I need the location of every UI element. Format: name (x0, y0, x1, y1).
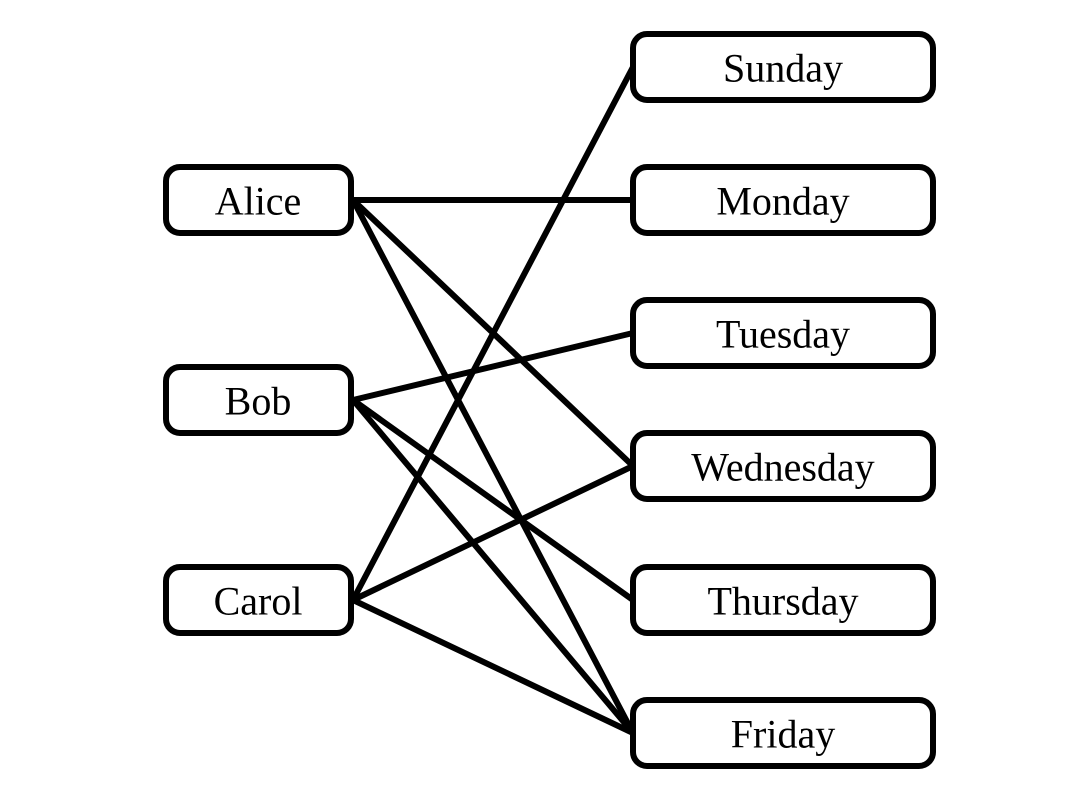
node-box-wednesday (630, 430, 936, 502)
edges-layer (350, 64, 636, 736)
edge-bob-tuesday (350, 330, 636, 403)
node-label-bob: Bob (225, 379, 292, 424)
people-column: Alice Bob Carol (163, 164, 354, 636)
edge-carol-sunday (350, 64, 636, 603)
node-monday: Monday (630, 164, 936, 236)
node-label-alice: Alice (215, 179, 302, 224)
node-label-carol: Carol (214, 579, 303, 624)
node-label-tuesday: Tuesday (716, 312, 850, 357)
node-label-sunday: Sunday (723, 46, 843, 91)
node-wednesday: Wednesday (630, 430, 936, 502)
node-box-carol (163, 564, 354, 636)
node-sunday: Sunday (630, 31, 936, 103)
edge-bob-thursday (350, 397, 636, 603)
edge-carol-wednesday (350, 463, 636, 603)
node-label-thursday: Thursday (707, 579, 858, 624)
node-carol: Carol (163, 564, 354, 636)
node-alice: Alice (163, 164, 354, 236)
edge-carol-friday (350, 597, 636, 736)
node-thursday: Thursday (630, 564, 936, 636)
node-box-alice (163, 164, 354, 236)
node-tuesday: Tuesday (630, 297, 936, 369)
node-label-friday: Friday (731, 712, 835, 757)
node-box-friday (630, 697, 936, 769)
days-column: Sunday Monday Tuesday Wednesday Thursday… (630, 31, 936, 769)
node-box-bob (163, 364, 354, 436)
edge-bob-friday (350, 397, 636, 736)
node-label-wednesday: Wednesday (691, 445, 874, 490)
node-friday: Friday (630, 697, 936, 769)
node-box-sunday (630, 31, 936, 103)
node-label-monday: Monday (716, 179, 849, 224)
node-box-monday (630, 164, 936, 236)
edge-alice-friday (350, 197, 636, 736)
node-bob: Bob (163, 364, 354, 436)
node-box-thursday (630, 564, 936, 636)
node-box-tuesday (630, 297, 936, 369)
